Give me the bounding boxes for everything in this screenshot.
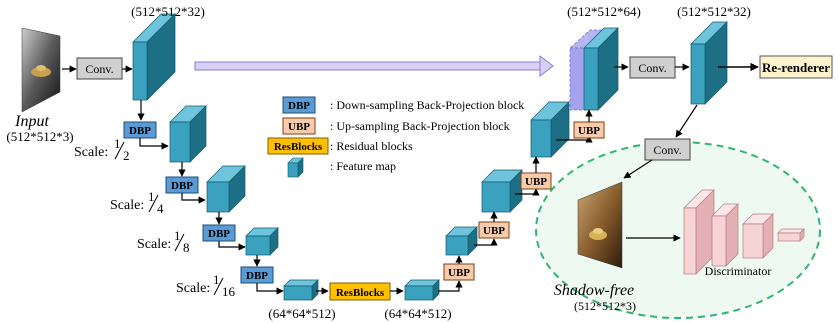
resblocks-block: ResBlocks: [329, 282, 391, 301]
discriminator-label: Discriminator: [705, 264, 772, 278]
svg-text:UBP: UBP: [448, 267, 470, 279]
svg-text:UBP: UBP: [483, 225, 505, 237]
svg-text:16: 16: [222, 284, 236, 299]
encoder-top-dims: (512*512*32): [131, 4, 205, 19]
input-label: Input: [14, 113, 49, 130]
svg-text:: Feature map: : Feature map: [330, 159, 396, 173]
legend-ubp: UBP : Up-sampling Back-Projection block: [282, 117, 510, 135]
disc-layer-2: [711, 203, 739, 267]
scale-label-1: Scale: 12: [74, 136, 130, 163]
conv-block-decoder: Conv.: [629, 56, 676, 79]
svg-text:: Down-sampling Back-Projectio: : Down-sampling Back-Projection block: [330, 98, 524, 112]
svg-text:: Up-sampling Back-Projection: : Up-sampling Back-Projection block: [330, 119, 510, 133]
svg-text:Conv.: Conv.: [653, 143, 681, 157]
feature-map-dec-top: [583, 27, 619, 111]
svg-text:DBP: DBP: [129, 125, 151, 137]
disc-layer-1: [683, 189, 715, 275]
dbp-block-1: DBP: [123, 121, 157, 139]
input-image: [21, 27, 61, 113]
feature-map-enc-2: [169, 105, 207, 163]
feature-map-enc-1: [132, 13, 176, 101]
scale-label-4: Scale:116: [176, 272, 236, 299]
scale-label-3: Scale:18: [137, 228, 190, 255]
legend: DBP : Down-sampling Back-Projection bloc…: [267, 96, 524, 178]
svg-text:UBP: UBP: [525, 176, 547, 188]
svg-text:8: 8: [183, 240, 190, 255]
legend-feature-map: : Feature map: [287, 157, 396, 178]
svg-text:Scale:: Scale:: [74, 145, 108, 160]
svg-text:1: 1: [148, 189, 155, 204]
ubp-block-1: UBP: [443, 263, 475, 281]
conv-block-input: Conv.: [76, 57, 123, 80]
feature-map-bottleneck-right: [404, 279, 440, 301]
legend-resblocks: ResBlocks : Residual blocks: [267, 137, 413, 155]
svg-text:Conv.: Conv.: [85, 62, 113, 76]
scale-label-2: Scale: 14: [110, 189, 164, 216]
feature-map-dec-3: [530, 101, 570, 158]
svg-text:UBP: UBP: [288, 121, 310, 133]
output-label: Shadow-free: [554, 282, 634, 299]
skip-connection-arrow: [194, 54, 554, 78]
legend-dbp: DBP : Down-sampling Back-Projection bloc…: [282, 96, 524, 114]
bottleneck-right-dims: (64*64*512): [384, 306, 451, 321]
svg-text:Scale:: Scale:: [110, 198, 144, 213]
svg-text:1: 1: [213, 272, 220, 287]
dbp-block-3: DBP: [202, 224, 236, 242]
feature-map-dec-1: [445, 226, 478, 256]
svg-text:: Residual blocks: : Residual blocks: [330, 139, 413, 153]
decoder-top-in-dims: (512*512*64): [567, 4, 641, 19]
decoder-top-out-dims: (512*512*32): [677, 4, 751, 19]
svg-text:2: 2: [123, 148, 130, 163]
rerenderer-block: Re-renderer: [759, 55, 833, 79]
svg-text:DBP: DBP: [288, 100, 310, 112]
feature-map-enc-4: [245, 227, 279, 256]
discriminator: [683, 189, 805, 275]
output-dims: (512*512*3): [574, 299, 636, 313]
svg-text:Re-renderer: Re-renderer: [762, 60, 830, 75]
conv-block-output: Conv.: [644, 138, 691, 161]
ubp-block-3: UBP: [520, 172, 552, 190]
svg-text:1: 1: [174, 228, 181, 243]
disc-layer-4: [777, 228, 805, 242]
svg-text:1: 1: [114, 136, 121, 151]
feature-map-enc-3: [206, 165, 246, 213]
bottleneck-left-dims: (64*64*512): [268, 306, 335, 321]
dbp-block-2: DBP: [165, 176, 199, 194]
ubp-block-2: UBP: [478, 221, 510, 239]
svg-text:Scale:: Scale:: [137, 237, 171, 252]
feature-map-dec-2: [481, 169, 523, 213]
svg-text:Conv.: Conv.: [638, 61, 666, 75]
svg-text:ResBlocks: ResBlocks: [274, 141, 323, 153]
svg-text:4: 4: [157, 201, 164, 216]
shadow-free-image: [577, 181, 623, 269]
svg-text:UBP: UBP: [578, 125, 600, 137]
svg-text:DBP: DBP: [171, 180, 193, 192]
svg-text:Scale:: Scale:: [176, 281, 210, 296]
svg-text:DBP: DBP: [246, 270, 268, 282]
svg-text:DBP: DBP: [208, 228, 230, 240]
input-dims: (512*512*3): [6, 129, 73, 144]
feature-map-bottleneck-left: [283, 279, 319, 301]
svg-text:ResBlocks: ResBlocks: [336, 287, 385, 299]
shadow-free-region: [535, 141, 821, 319]
ubp-block-4: UBP: [573, 121, 605, 139]
disc-layer-3: [742, 213, 774, 259]
feature-map-dec-out: [690, 21, 728, 105]
dbp-block-4: DBP: [240, 266, 274, 284]
